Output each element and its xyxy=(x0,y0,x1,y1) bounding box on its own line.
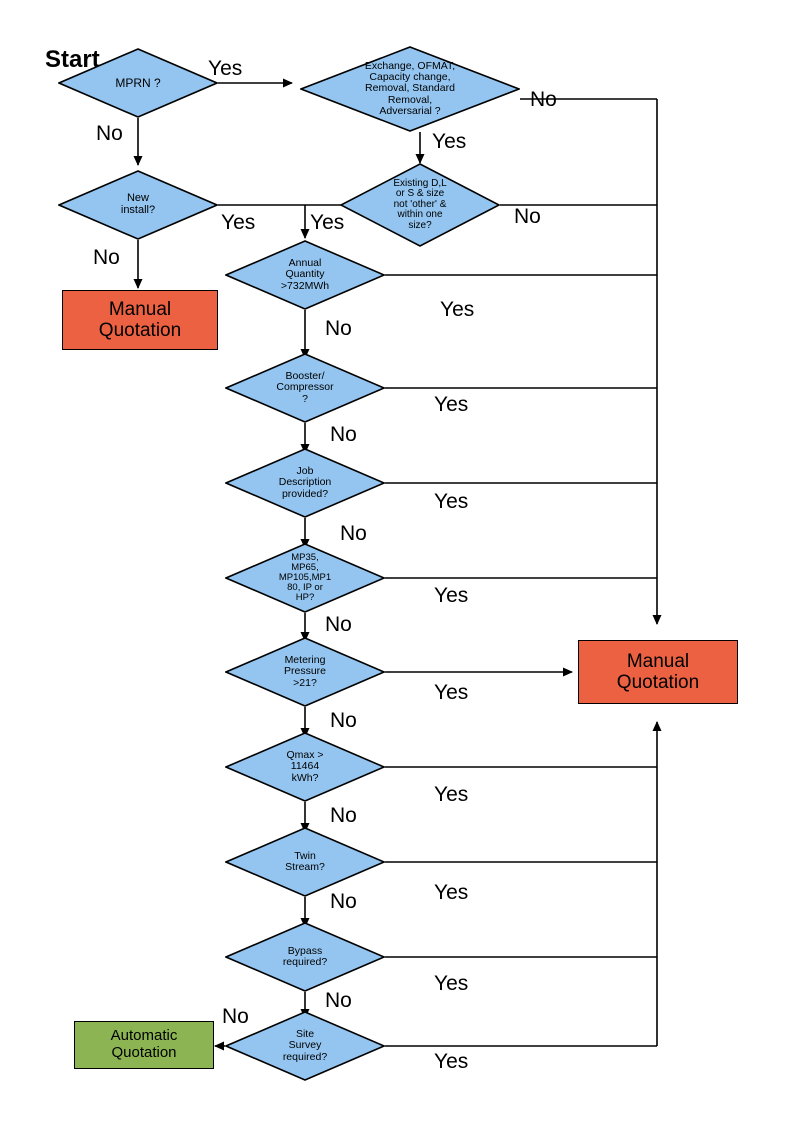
diamond-shape-icon xyxy=(300,46,520,132)
decision-site-survey[interactable]: Site Survey required? xyxy=(225,1011,385,1081)
edge-label-jobdesc-no: No xyxy=(340,522,367,545)
edge-label-booster-yes: Yes xyxy=(434,393,469,416)
edge-label-booster-no: No xyxy=(330,423,357,446)
edge-label-bypass-yes: Yes xyxy=(434,972,469,995)
diamond-shape-icon xyxy=(225,827,385,897)
decision-bypass[interactable]: Bypass required? xyxy=(225,922,385,992)
diamond-shape-icon xyxy=(225,353,385,423)
diamond-shape-icon xyxy=(225,448,385,518)
diamond-shape-icon xyxy=(225,240,385,310)
edge-label-annual-yes: Yes xyxy=(440,298,475,321)
decision-new-install[interactable]: New install? xyxy=(58,170,218,240)
edge-label-twin-yes: Yes xyxy=(434,881,469,904)
edge-label-annual-no: No xyxy=(325,317,352,340)
edge-label-metertype-no: No xyxy=(325,613,352,636)
edge-label-exchange-yes: Yes xyxy=(432,130,467,153)
diamond-shape-icon xyxy=(225,732,385,802)
decision-existing-dls[interactable]: Existing D,L or S & size not 'other' & w… xyxy=(340,163,500,247)
diamond-shape-icon xyxy=(225,1011,385,1081)
decision-job-description[interactable]: Job Description provided? xyxy=(225,448,385,518)
diamond-shape-icon xyxy=(58,170,218,240)
edge-label-mprn-yes: Yes xyxy=(208,57,243,80)
edge-label-qmax-no: No xyxy=(330,804,357,827)
decision-qmax[interactable]: Qmax > 11464 kWh? xyxy=(225,732,385,802)
edge-label-newinstall-yes: Yes xyxy=(221,211,256,234)
diamond-shape-icon xyxy=(225,543,385,613)
decision-mprn[interactable]: MPRN ? xyxy=(58,48,218,118)
start-label: Start xyxy=(45,46,100,73)
edge-label-metertype-yes: Yes xyxy=(434,584,469,607)
terminal-manual-quotation-right[interactable]: Manual Quotation xyxy=(578,640,738,704)
edge-label-pressure-no: No xyxy=(330,709,357,732)
edge-label-bypass-no: No xyxy=(325,989,352,1012)
terminal-automatic-quotation[interactable]: Automatic Quotation xyxy=(74,1021,214,1069)
edge-label-survey-no: No xyxy=(222,1005,249,1028)
edge-label-newinstall-no: No xyxy=(93,246,120,269)
edge-label-existing-yes: Yes xyxy=(310,211,345,234)
decision-booster[interactable]: Booster/ Compressor ? xyxy=(225,353,385,423)
diamond-shape-icon xyxy=(225,637,385,707)
decision-annual-quantity[interactable]: Annual Quantity >732MWh xyxy=(225,240,385,310)
edge-label-survey-yes: Yes xyxy=(434,1050,469,1073)
edge-label-jobdesc-yes: Yes xyxy=(434,490,469,513)
diamond-shape-icon xyxy=(225,922,385,992)
decision-exchange[interactable]: Exchange, OFMAT, Capacity change, Remova… xyxy=(300,46,520,132)
diamond-shape-icon xyxy=(340,163,500,247)
edge-label-existing-no: No xyxy=(514,205,541,228)
edge-label-qmax-yes: Yes xyxy=(434,783,469,806)
edge-label-mprn-no: No xyxy=(96,122,123,145)
decision-metering-pressure[interactable]: Metering Pressure >21? xyxy=(225,637,385,707)
decision-meter-type[interactable]: MP35, MP65, MP105,MP1 80, IP or HP? xyxy=(225,543,385,613)
edge-label-exchange-no: No xyxy=(530,88,557,111)
decision-twin-stream[interactable]: Twin Stream? xyxy=(225,827,385,897)
edge-label-pressure-yes: Yes xyxy=(434,681,469,704)
edge-label-twin-no: No xyxy=(330,890,357,913)
diamond-shape-icon xyxy=(58,48,218,118)
terminal-manual-quotation-left[interactable]: Manual Quotation xyxy=(62,290,218,350)
